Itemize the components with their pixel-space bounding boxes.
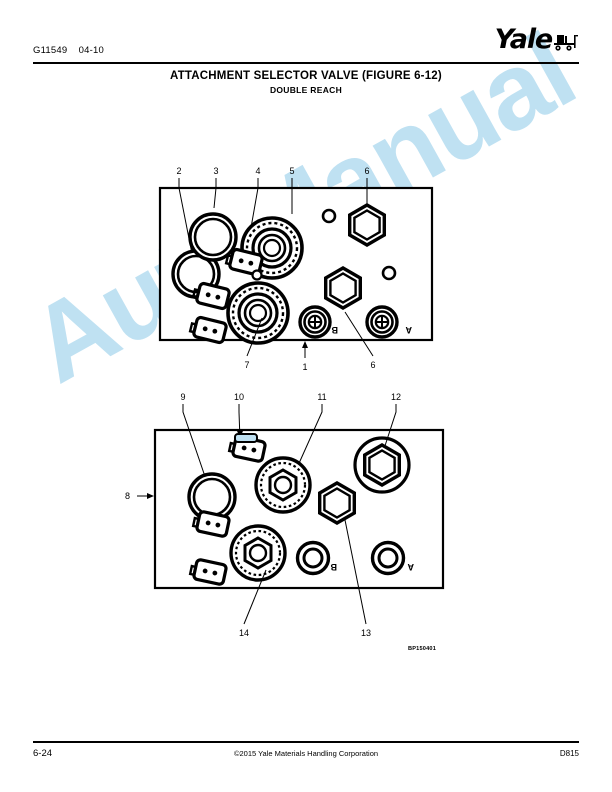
document-revision: D815: [559, 749, 579, 758]
callout-10: 10: [234, 392, 244, 402]
document-code: G11549 04-10: [33, 45, 104, 56]
port-label-a-bottom: A: [407, 562, 414, 572]
callout-4: 4: [255, 166, 260, 176]
valve-components-top: [171, 203, 399, 345]
forklift-icon: [554, 35, 578, 51]
port-label-b-bottom: B: [330, 562, 337, 572]
port-label-b-top: B: [331, 325, 338, 335]
callout-6: 6: [364, 166, 369, 176]
page-title-main: ATTACHMENT SELECTOR VALVE (FIGURE 6-12): [170, 70, 442, 82]
page-title-sub: DOUBLE REACH: [269, 85, 343, 95]
callout-14: 14: [239, 628, 249, 638]
copyright-notice: ©2015 Yale Materials Handling Corporatio…: [233, 749, 379, 758]
page-title: ATTACHMENT SELECTOR VALVE (FIGURE 6-12) …: [0, 70, 612, 95]
port-label-a-top: A: [405, 325, 412, 335]
callout-8: 8: [125, 491, 130, 501]
callout-13: 13: [361, 628, 371, 638]
callout-3: 3: [213, 166, 218, 176]
callout-1: 1: [302, 362, 307, 372]
page-number: 6-24: [33, 748, 53, 759]
callout-5: 5: [289, 166, 294, 176]
callout-9: 9: [180, 392, 185, 402]
page-header: G11549 04-10 Yale: [0, 0, 612, 70]
header-divider: [33, 62, 579, 65]
page-footer: 6-24 ©2015 Yale Materials Handling Corpo…: [0, 732, 612, 792]
yale-logo-text: Yale: [494, 24, 554, 55]
yale-logo: Yale: [494, 24, 579, 55]
callout-12: 12: [391, 392, 401, 402]
valve-components-bottom: [187, 433, 411, 587]
callout-6-lower: 6: [370, 360, 375, 370]
drawing-number: BP150401: [408, 646, 436, 652]
figure-top-view: 2 3 4 5 6 B: [158, 166, 434, 372]
callout-2: 2: [176, 166, 181, 176]
footer-divider: [33, 741, 579, 744]
callout-11: 11: [317, 392, 326, 402]
callout-7: 7: [244, 360, 249, 370]
figure-bottom-view: 9 10 11 12 8: [125, 392, 445, 652]
